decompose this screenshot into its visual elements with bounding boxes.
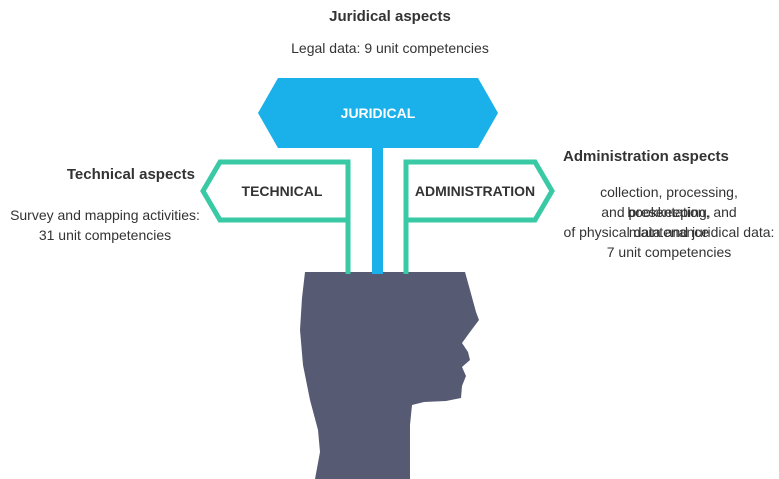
administration-description-line-1: collection, processing, bookkeeping, (600, 184, 738, 220)
technical-sign (200, 159, 351, 274)
administration-description-line-4: 7 unit competencies (606, 244, 732, 260)
human-head-silhouette-icon (300, 272, 479, 479)
technical-description-line-2: 31 unit competencies (38, 227, 172, 243)
juridical-description: Legal data: 9 unit competencies (291, 40, 489, 56)
technical-heading: Technical aspects (66, 166, 195, 183)
administration-description-line-3: of physical data and juridical data: (563, 224, 775, 240)
juridical-sign (258, 78, 498, 148)
juridical-heading: Juridical aspects (329, 8, 451, 25)
technical-description-line-1: Survey and mapping activities: (10, 207, 200, 223)
administration-sign (403, 159, 555, 274)
administration-description-line-2: and presentation, and maintenance (601, 204, 737, 240)
administration-heading: Administration aspects (563, 148, 729, 165)
juridical-sign-label: JURIDICAL (340, 105, 416, 121)
juridical-post (372, 140, 383, 274)
technical-sign-label: TECHNICAL (241, 183, 323, 199)
administration-sign-label: ADMINISTRATION (414, 183, 536, 199)
